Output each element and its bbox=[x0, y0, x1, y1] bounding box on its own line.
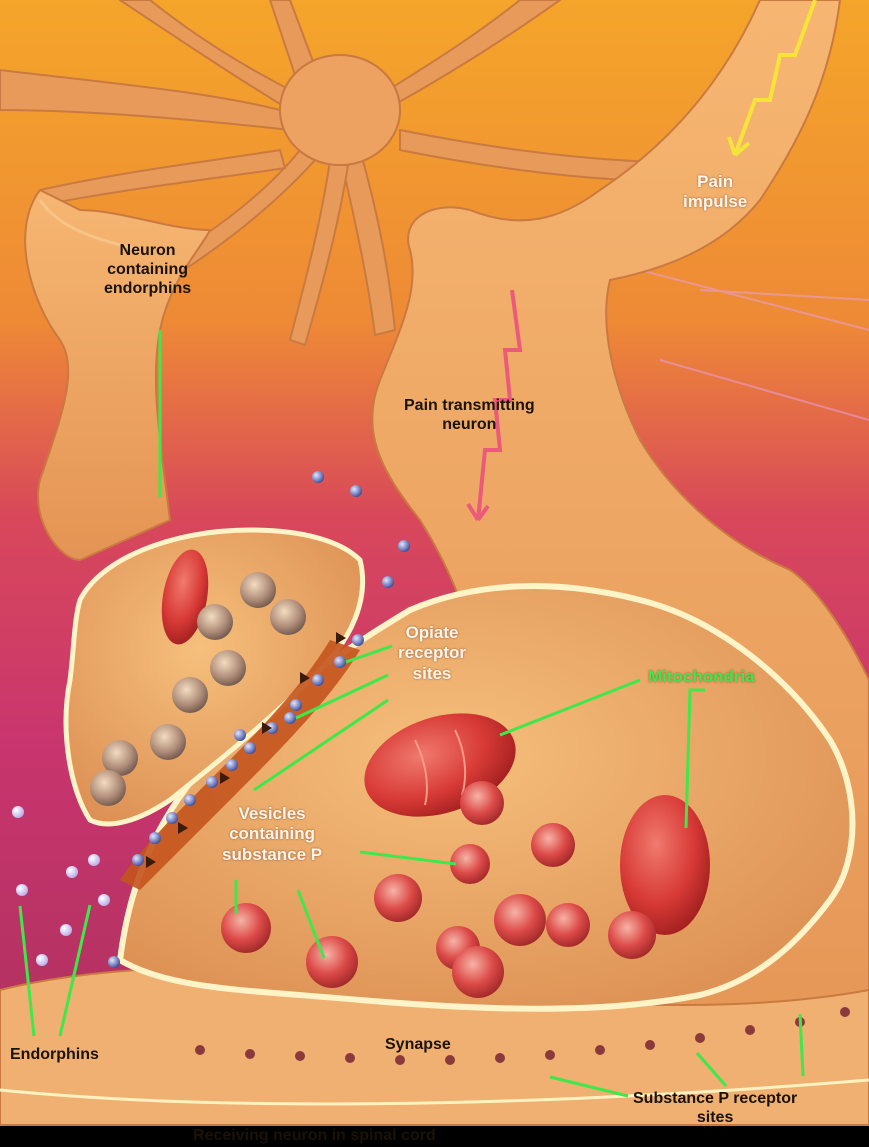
label-substance-p-receptor-sites: Substance P receptor sites bbox=[633, 1089, 797, 1127]
label-mitochondria: Mitochondria bbox=[648, 667, 755, 687]
label-neuron-containing-endorphins: Neuron containing endorphins bbox=[104, 241, 191, 299]
label-vesicles-containing-substance-p: Vesicles containing substance P bbox=[222, 804, 322, 865]
label-pain-transmitting-neuron: Pain transmitting neuron bbox=[404, 396, 535, 434]
label-receiving-neuron: Receiving neuron in spinal cord bbox=[193, 1126, 436, 1145]
label-synapse: Synapse bbox=[385, 1035, 451, 1054]
label-pain-impulse: Pain impulse bbox=[683, 172, 747, 213]
label-endorphins: Endorphins bbox=[10, 1045, 99, 1064]
label-opiate-receptor-sites: Opiate receptor sites bbox=[398, 623, 466, 684]
